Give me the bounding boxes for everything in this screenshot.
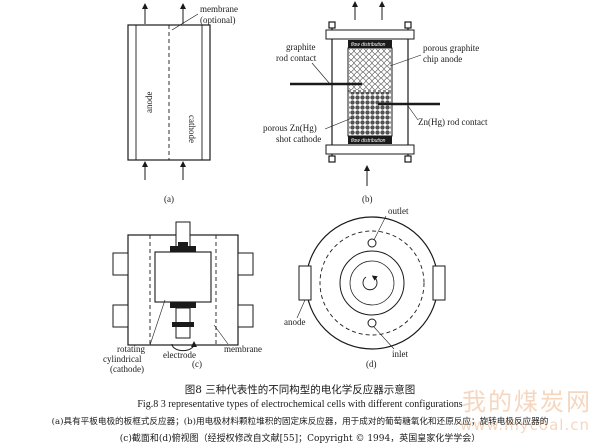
panel-b-flow-distributor-top xyxy=(348,40,392,48)
panel-b-porous-graphite-label-1: porous graphite xyxy=(423,43,479,53)
panel-c-seal-top xyxy=(178,242,188,246)
panel-d-rotating-electrode-top-view: outlet anode inlet (d) xyxy=(284,206,446,369)
panel-b-top-plate xyxy=(325,29,415,40)
panel-b-porous-znhg-leader xyxy=(324,117,353,130)
panel-c-membrane-leader xyxy=(213,324,229,345)
panel-d-rotation-arrow xyxy=(362,275,378,291)
panel-d-anode-right xyxy=(432,265,446,301)
panel-a-plate-frame-reactor: membrane (optional) anode cathode (a) xyxy=(127,3,238,204)
panel-b-znhg-rod-leader xyxy=(407,105,419,121)
panel-d-anode-left xyxy=(298,265,312,301)
panel-d-inlet-port xyxy=(367,318,377,328)
panel-c-anode-left-top xyxy=(112,252,129,276)
caption-desc-line1: (a)具有平板电极的板框式反应器；(b)用电极材料颗粒堆积的固定床反应器，用于成… xyxy=(51,417,549,427)
panel-d-inlet-leader xyxy=(373,326,395,350)
panel-c-rotating-electrode-section: rotating cylindrical (cathode) electrode… xyxy=(103,221,262,374)
panel-a-inlet-arrows xyxy=(142,161,186,180)
panel-a-membrane-label: membrane xyxy=(200,4,238,14)
panel-c-tag: (c) xyxy=(192,359,202,369)
panel-b-porous-znhg-label-2: shot cathode xyxy=(276,134,321,144)
panel-c-anode-right-top xyxy=(237,252,254,276)
panel-a-membrane-leader xyxy=(171,13,199,31)
panel-c-electrode-label: electrode xyxy=(163,350,196,360)
panel-c-rotating-label-3: (cathode) xyxy=(110,364,144,374)
panel-b-tag: (b) xyxy=(362,194,373,204)
panel-b-tie-rods xyxy=(328,21,412,163)
panel-a-cathode-label: cathode xyxy=(187,115,197,143)
panel-a-optional-label: (optional) xyxy=(200,15,236,25)
panel-b-znhg-shot-bed xyxy=(349,92,391,135)
panel-b-flow-distribution-top-label: flow distribution xyxy=(351,42,386,48)
watermark-logo: 我的煤炭网 xyxy=(462,388,592,416)
panel-c-membrane-label: membrane xyxy=(224,344,262,354)
panel-c-rotating-cylinder xyxy=(154,251,212,303)
panel-b-graphite-rod-label-1: graphite xyxy=(286,42,316,52)
panel-c-rotating-label-2: cylindrical xyxy=(103,354,142,364)
panel-b-fixed-bed-reactor: flow distribution flow distribution grap… xyxy=(263,1,488,204)
panel-c-anode-left-bottom xyxy=(112,304,129,328)
panel-b-porous-znhg-label-1: porous Zn(Hg) xyxy=(263,123,317,133)
panel-c-seal-bottom xyxy=(172,322,194,327)
panel-b-chamber xyxy=(347,47,393,137)
panel-d-outlet-leader xyxy=(373,215,387,241)
panel-d-outer-ring xyxy=(305,216,439,350)
panel-b-graphite-rod-leader xyxy=(311,62,331,85)
panel-d-membrane-ring xyxy=(319,230,425,336)
panel-b-flow-distribution-bottom-label: flow distribution xyxy=(351,138,386,144)
panel-c-anode-right-bottom xyxy=(237,304,254,328)
caption-title-cn: 图8 三种代表性的不同构型的电化学反应器示意图 xyxy=(184,384,416,396)
panel-c-rotation-arrow xyxy=(171,341,197,352)
panel-d-tag: (d) xyxy=(366,359,377,369)
panel-b-znhg-rod-label: Zn(Hg) rod contact xyxy=(418,117,488,127)
panel-c-flange-top xyxy=(170,246,196,252)
watermark-url: www.mycoal.cn xyxy=(460,416,590,434)
panel-c-flange-bottom xyxy=(170,302,196,308)
panel-d-inlet-label: inlet xyxy=(392,349,408,359)
caption-title-en: Fig.8 3 representative types of electroc… xyxy=(137,399,463,410)
panel-c-rotating-label-1: rotating xyxy=(117,344,145,354)
panel-b-porous-graphite-label-2: chip anode xyxy=(423,54,462,64)
caption-desc-line2: (c)截面和(d)俯视图（经授权修改自文献[55]；Copyright © 19… xyxy=(119,434,481,444)
panel-a-anode-label: anode xyxy=(144,92,154,114)
panel-b-porous-graphite-leader xyxy=(389,54,422,67)
panel-d-outlet-port xyxy=(367,238,377,248)
panel-b-flow-distributor-bottom xyxy=(348,136,392,144)
panel-b-bottom-plate xyxy=(325,144,415,155)
panel-b-outlet-arrows xyxy=(352,1,385,20)
panel-c-rotating-leader xyxy=(149,299,166,346)
panel-a-outlet-arrows xyxy=(142,3,186,24)
panel-b-graphite-rod-label-2: rod contact xyxy=(276,53,317,63)
panel-a-cell-body xyxy=(127,24,211,161)
panel-d-rotating-cylinder xyxy=(339,250,405,316)
panel-d-inner-core xyxy=(349,260,395,306)
panel-d-outlet-label: outlet xyxy=(388,206,409,216)
panel-d-anode-leader xyxy=(296,299,306,319)
panel-a-tag: (a) xyxy=(164,194,174,204)
panel-d-anode-label: anode xyxy=(284,317,306,327)
